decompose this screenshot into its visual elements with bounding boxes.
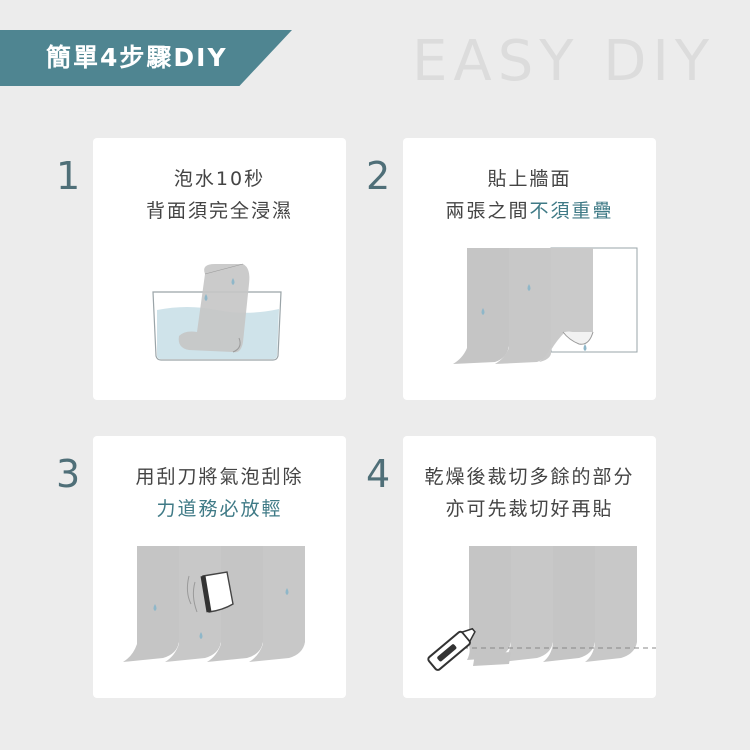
step-card-1: 泡水10秒 背面須完全浸濕 <box>93 138 346 400</box>
title-banner <box>0 30 292 86</box>
step-card-4: 乾燥後裁切多餘的部分 亦可先裁切好再貼 <box>403 436 656 698</box>
watermark-text: EASY DIY <box>412 29 716 94</box>
step-number-3: 3 <box>56 452 81 496</box>
step-1-line1: 泡水10秒 <box>173 168 266 190</box>
step-3-line1: 用刮刀將氣泡刮除 <box>135 466 304 488</box>
soak-illustration <box>152 263 282 361</box>
step-3-line2: 力道務必放輕 <box>93 494 346 521</box>
step-1-line2-plain: 背面須完全浸濕 <box>145 200 293 222</box>
step-4-line1: 乾燥後裁切多餘的部分 <box>424 466 635 488</box>
step-number-4: 4 <box>366 452 391 496</box>
step-2-line1: 貼上牆面 <box>487 168 572 190</box>
step-2-line2: 兩張之間不須重疊 <box>403 196 656 223</box>
step-2-line2-accent: 不須重疊 <box>529 200 614 222</box>
squeegee-illustration <box>123 546 305 662</box>
page-title: 簡單4步驟DIY <box>46 43 228 72</box>
step-number-1: 1 <box>56 154 81 198</box>
step-3-line2-accent: 力道務必放輕 <box>156 498 283 520</box>
cutter-illustration <box>427 546 656 671</box>
step-4-line2-plain: 亦可先裁切好再貼 <box>445 498 614 520</box>
hang-illustration <box>453 247 638 364</box>
step-number-2: 2 <box>366 154 391 198</box>
step-card-2: 貼上牆面 兩張之間不須重疊 <box>403 138 656 400</box>
step-1-line2: 背面須完全浸濕 <box>93 196 346 223</box>
step-card-3: 用刮刀將氣泡刮除 力道務必放輕 <box>93 436 346 698</box>
step-4-line2: 亦可先裁切好再貼 <box>403 494 656 521</box>
step-2-line2-plain: 兩張之間 <box>445 200 530 222</box>
